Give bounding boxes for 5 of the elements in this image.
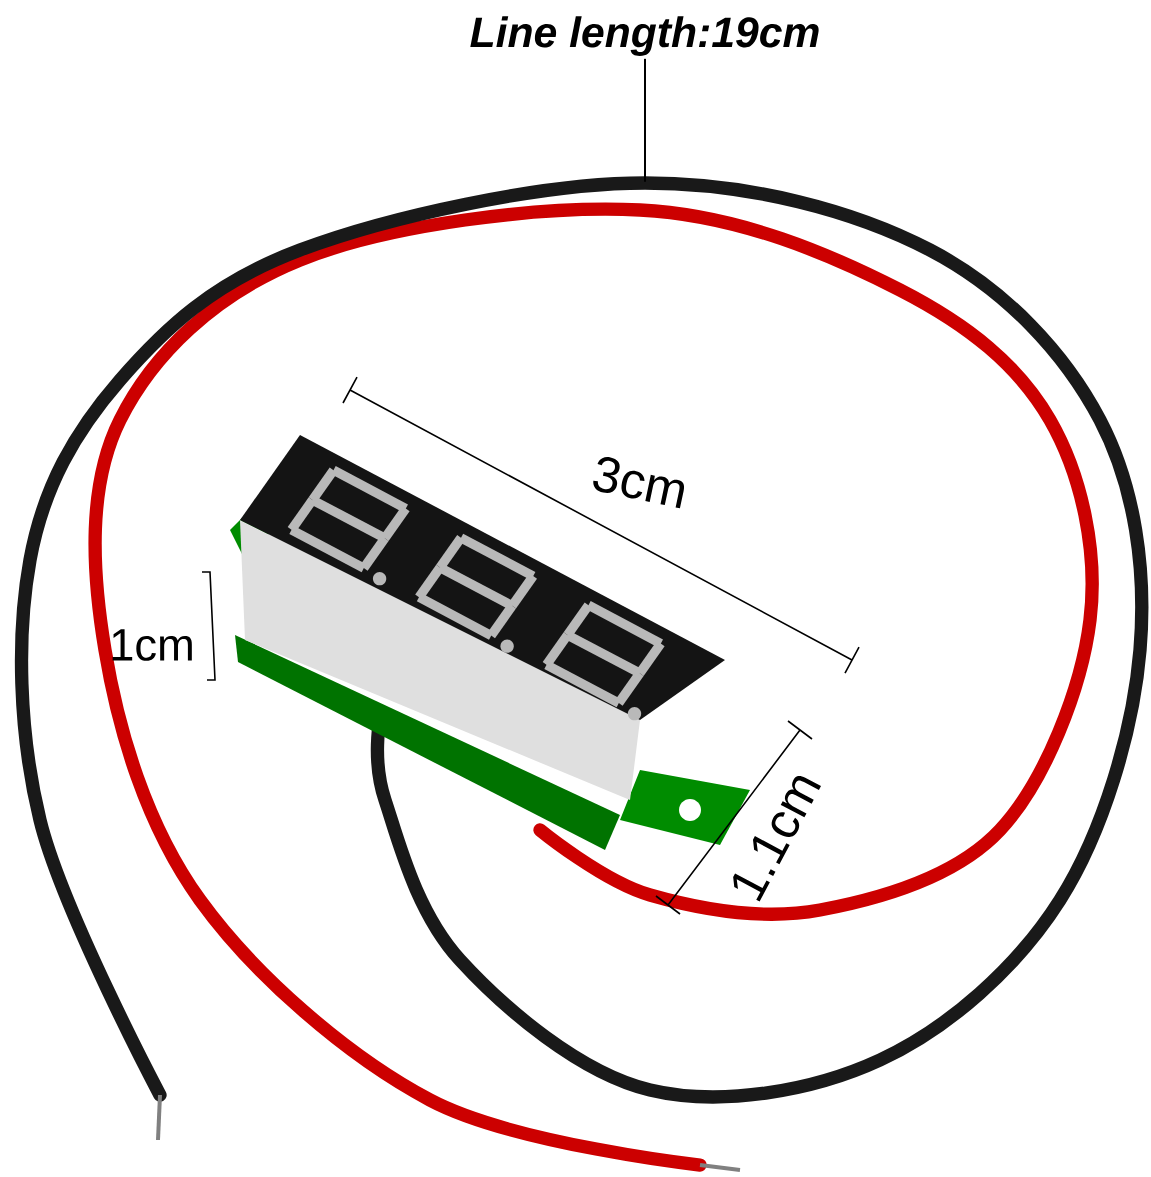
dimension-label: 3cm [593,457,685,509]
wire-drawing [14,176,1149,1172]
leader-line [644,57,646,183]
dimension-label: 1cm [112,629,192,661]
dimension-label: Line length:19cm [470,16,819,56]
